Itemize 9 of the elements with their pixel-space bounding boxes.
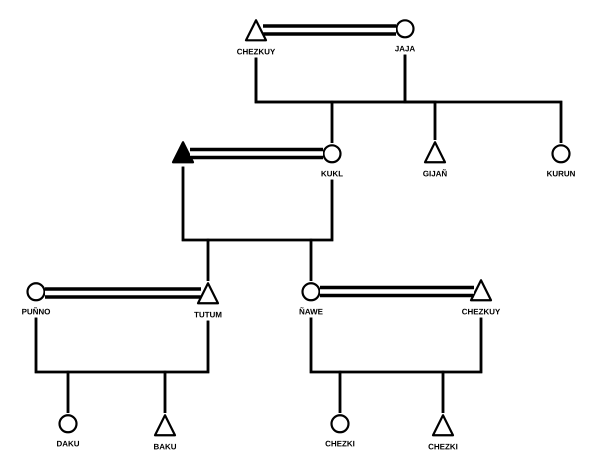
descent-line	[442, 318, 482, 413]
descent-line	[164, 320, 210, 413]
descent-line	[404, 54, 562, 143]
person-symbol	[172, 141, 194, 164]
descent-line	[310, 180, 334, 281]
marriage-line	[263, 24, 396, 36]
marriage-line	[45, 287, 201, 299]
marriage-line	[190, 148, 323, 160]
marriage-line	[320, 286, 474, 298]
